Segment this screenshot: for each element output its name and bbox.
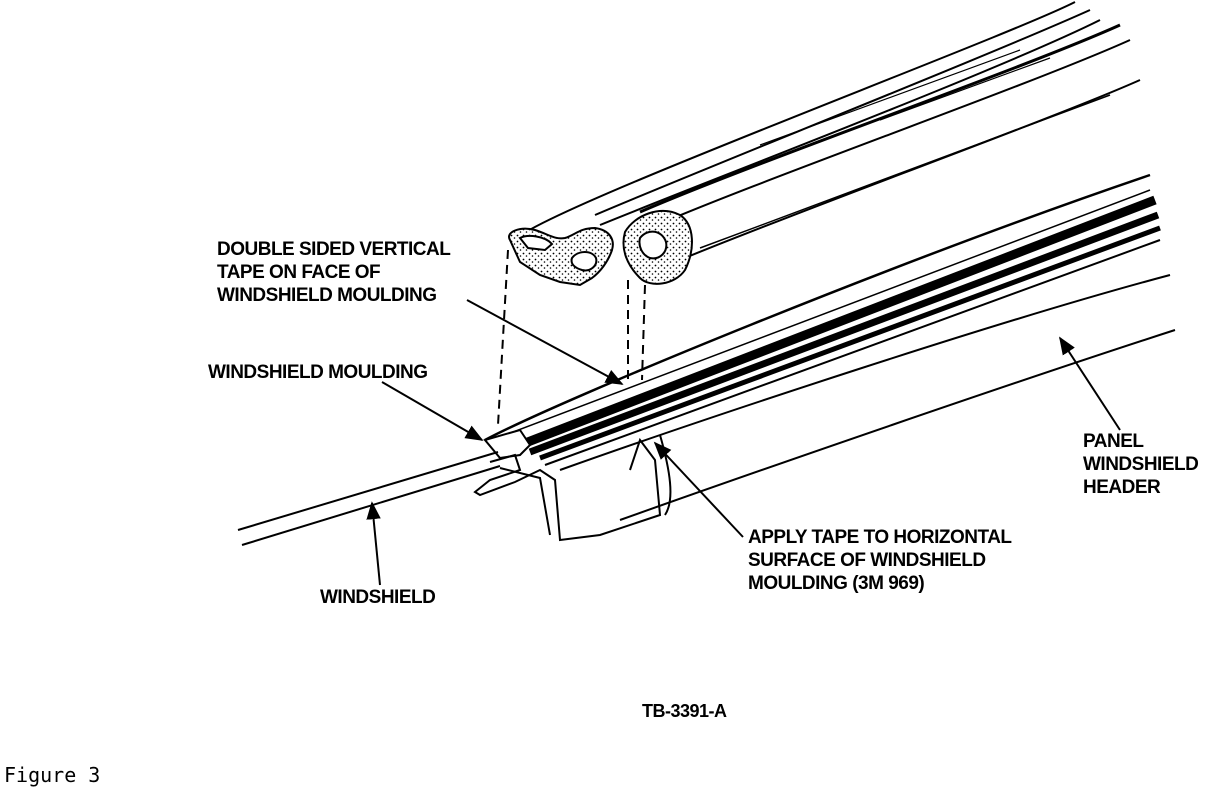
label-windshield: WINDSHIELD — [320, 587, 436, 608]
alignment-dashes — [497, 249, 646, 426]
label-apply-tape: APPLY TAPE TO HORIZONTAL SURFACE OF WIND… — [748, 527, 1012, 594]
label-panel-header: PANEL WINDSHIELD HEADER — [1083, 431, 1199, 498]
installed-moulding — [473, 173, 1176, 542]
windshield-glass — [237, 451, 501, 546]
label-windshield-moulding: WINDSHIELD MOULDING — [208, 362, 428, 383]
figure-code: TB-3391-A — [642, 701, 727, 721]
exploded-moulding — [508, 1, 1141, 287]
label-double-sided-tape: DOUBLE SIDED VERTICAL TAPE ON FACE OF WI… — [217, 239, 451, 306]
figure-caption: Figure 3 — [4, 763, 101, 787]
leader-arrows — [366, 299, 1121, 586]
